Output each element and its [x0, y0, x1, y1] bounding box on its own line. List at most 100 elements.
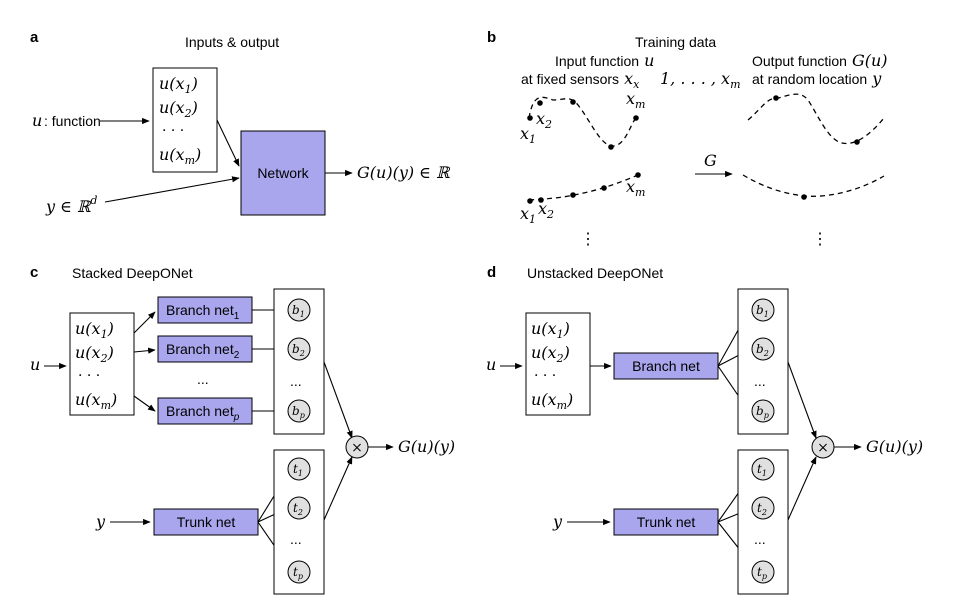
panel-b-sensor-dot — [538, 197, 544, 203]
panel-b-sensor-dot — [527, 198, 533, 204]
panel-d-tp-label: tp — [757, 565, 767, 581]
panel-c-bp-node — [287, 399, 311, 423]
panel-d-tp-node — [751, 560, 775, 584]
panel-c-input-dots: · · · — [78, 368, 100, 384]
panel-d-branch-net — [613, 352, 719, 380]
panel-d-input-box — [525, 312, 591, 416]
panel-b-sensor-dot — [570, 99, 576, 105]
panel-d-b-ellipsis: ... — [754, 373, 766, 389]
panel-c-branch-label-1: Branch net1 — [166, 302, 240, 322]
panel-d-b2-node — [751, 337, 775, 361]
panel-c-label: c — [30, 264, 38, 281]
panel-d-t2-label: t2 — [757, 501, 767, 517]
panel-c-y-var: y — [95, 512, 106, 531]
panel-c-branch-ellipsis: ... — [197, 371, 209, 387]
panel-c-b1-node — [287, 298, 311, 322]
panel-b-output-curve-2 — [742, 174, 885, 197]
panel-a-input-m: u(xm) — [159, 145, 201, 167]
panel-d-input-m: u(xm) — [531, 390, 573, 412]
panel-d-t-to-product — [787, 456, 817, 521]
panel-a-u-var: u — [32, 111, 42, 130]
panel-c-input-box — [69, 312, 135, 416]
panel-b-input-curve-1 — [528, 96, 637, 147]
panel-b-x2-label-2: x2 — [538, 199, 554, 221]
panel-c-branch-arrow-p — [133, 395, 156, 412]
panel-a-y-arrow — [104, 176, 240, 203]
panel-a-title: Inputs & output — [185, 34, 279, 50]
panel-c-branch-label-p: Branch netp — [166, 403, 240, 423]
panel-c-branch-label-2: Branch net2 — [166, 341, 240, 361]
panel-a-input-box — [152, 67, 218, 173]
panel-a: a Inputs & output u : function u(x1) u(x… — [30, 29, 451, 216]
panel-b-vdots-input: ⋮ — [580, 229, 596, 248]
panel-b-sensor-dot — [601, 185, 607, 191]
panel-c-bp-label: bp — [292, 404, 305, 420]
panel-c-branch-arrow-1 — [133, 311, 156, 334]
panel-c-t1-label: t1 — [293, 462, 303, 478]
panel-c-product-symbol: × — [351, 440, 363, 456]
panel-d-y-var: y — [552, 512, 563, 531]
panel-d-t2-node — [751, 496, 775, 520]
panel-d-b1-label: b1 — [756, 303, 769, 319]
panel-d-b2-label: b2 — [756, 342, 769, 358]
panel-c-input-1: u(x1) — [75, 319, 114, 341]
panel-c-b-to-product — [323, 361, 353, 439]
panel-c-b1-label: b1 — [292, 303, 305, 319]
panel-a-box-arrow — [216, 119, 240, 167]
panel-c-input-m: u(xm) — [75, 390, 117, 412]
panel-c-trunk-label: Trunk net — [177, 514, 236, 530]
panel-d-trunk-label: Trunk net — [637, 514, 696, 530]
panel-b-output-dot — [854, 139, 860, 145]
panel-c-b2-node — [287, 337, 311, 361]
panel-b-xm-label: xm — [626, 89, 645, 111]
panel-b-sensor-dot — [635, 172, 641, 178]
panel-d-product-symbol: × — [817, 440, 829, 456]
panel-d: d Unstacked DeepONet u u(x1) u(x2) · · ·… — [486, 264, 923, 595]
panel-b-output-dot — [801, 194, 807, 200]
panel-a-output: G(u)(y) ∈ ℝ — [357, 163, 451, 182]
panel-d-t-ellipsis: ... — [754, 531, 766, 547]
panel-c-title: Stacked DeepONet — [72, 265, 193, 281]
panel-c-u-var: u — [30, 355, 40, 374]
panel-c-trunk-net — [153, 508, 259, 536]
panel-c-b2-label: b2 — [292, 342, 305, 358]
panel-c-branch-net-2 — [157, 335, 253, 363]
panel-c-branch-net-p — [157, 397, 253, 425]
panel-b-x1-label-2: x1 — [520, 204, 536, 226]
panel-c-input-2: u(x2) — [75, 343, 114, 365]
panel-b-input-curve-2 — [528, 174, 639, 201]
panel-b-x1-label: x1 — [520, 124, 536, 146]
panel-d-input-1: u(x1) — [531, 319, 570, 341]
panel-b-vdots-output: ⋮ — [812, 229, 828, 248]
panel-d-t1-label: t1 — [757, 462, 767, 478]
panel-d-input-dots: · · · — [534, 368, 556, 384]
panel-d-branch-label: Branch net — [632, 358, 700, 374]
panel-b-output-curve-1 — [747, 93, 885, 145]
panel-c-tp-label: tp — [293, 565, 303, 581]
panel-b-output-dot — [773, 95, 779, 101]
panel-c-t-ellipsis: ... — [290, 531, 302, 547]
panel-a-y-input: y ∈ ℝd — [45, 194, 97, 216]
panel-c-t2-label: t2 — [293, 501, 303, 517]
panel-b-sensor-dot — [633, 115, 639, 121]
panel-a-input-dots: · · · — [162, 123, 184, 139]
panel-b-operator: G — [704, 151, 717, 170]
panel-c-tp-node — [287, 560, 311, 584]
panel-b-label: b — [487, 29, 496, 46]
panel-a-u-text: : function — [44, 113, 101, 129]
panel-c-t2-node — [287, 496, 311, 520]
panel-c-b-ellipsis: ... — [290, 373, 302, 389]
panel-b-sensor-dot — [608, 144, 614, 150]
panel-d-bp-label: bp — [756, 404, 769, 420]
panel-a-network-box — [240, 130, 326, 216]
panel-c-branch-arrow-2 — [133, 347, 156, 354]
panel-d-label: d — [487, 264, 496, 281]
panel-d-b-to-product — [787, 361, 817, 439]
panel-a-input-1: u(x1) — [159, 74, 198, 96]
panel-d-title: Unstacked DeepONet — [527, 265, 663, 281]
panel-a-input-2: u(x2) — [159, 98, 198, 120]
panel-b-sensor-dot — [570, 192, 576, 198]
